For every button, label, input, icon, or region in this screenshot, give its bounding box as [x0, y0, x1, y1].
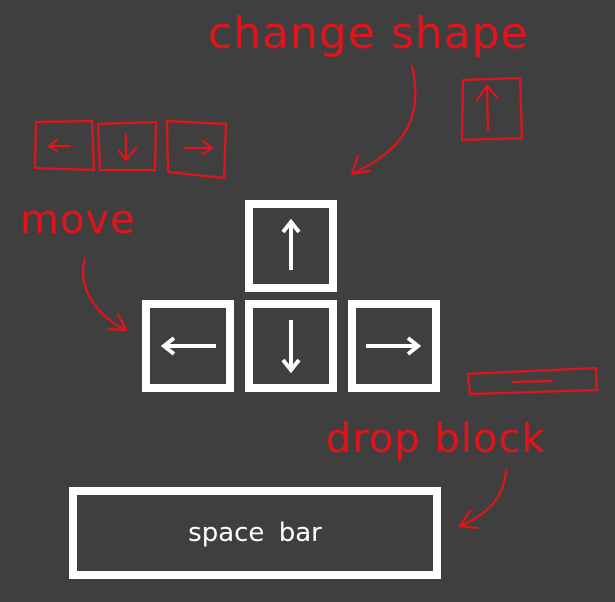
left-arrow-key[interactable]: [142, 300, 234, 392]
right-arrow-key[interactable]: [348, 300, 440, 392]
up-arrow-key[interactable]: [245, 200, 337, 292]
sketch-down-key-icon: [96, 120, 158, 172]
change-shape-annotation: change shape: [208, 8, 529, 59]
sketch-up-key-icon: [460, 76, 524, 142]
sketch-flat-block-icon: [466, 366, 599, 396]
arrow-down-icon: [281, 320, 301, 374]
sketch-right-key-icon: [165, 119, 228, 180]
move-annotation: move: [20, 197, 136, 243]
down-arrow-key[interactable]: [245, 300, 337, 392]
drop-block-annotation: drop block: [326, 416, 546, 462]
drop-block-pointer-arrow: [458, 468, 508, 528]
arrow-left-icon: [160, 336, 216, 356]
move-pointer-arrow: [82, 256, 128, 332]
arrow-right-icon: [366, 336, 422, 356]
space-bar-key[interactable]: space bar: [69, 487, 441, 579]
space-bar-label: space bar: [188, 518, 322, 548]
change-shape-pointer-arrow: [350, 64, 417, 176]
arrow-up-icon: [281, 218, 301, 270]
sketch-left-key-icon: [33, 119, 96, 172]
